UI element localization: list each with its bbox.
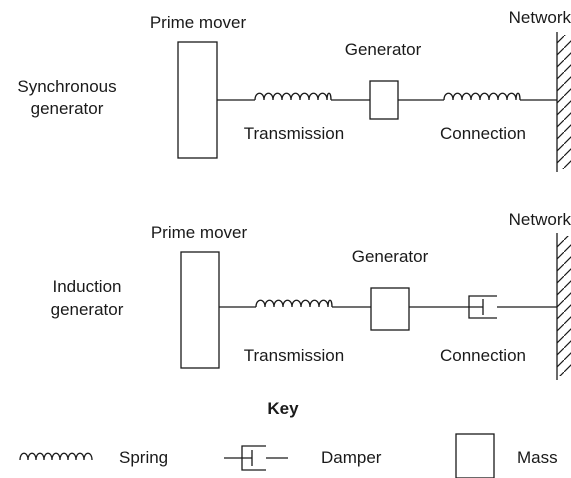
sync-generator-mass [369,80,399,120]
induction-label-line1: Induction [53,277,122,296]
key-spring-icon [19,452,93,461]
induction-transmission-label: Transmission [244,346,344,365]
induction-network-label: Network [509,210,571,229]
sync-network-hatch [557,35,571,169]
key-damper-icon [224,445,288,471]
synchronous-generator-diagram: Synchronous generator Prime mover Transm… [17,8,571,172]
sync-prime-mover-label: Prime mover [150,13,247,32]
sync-network-label: Network [509,8,571,27]
sync-label-line1: Synchronous [17,77,116,96]
sync-prime-mover-mass [177,41,218,159]
sync-connection-label: Connection [440,124,526,143]
induction-prime-mover-mass [180,251,220,369]
induction-generator-label: Generator [352,247,429,266]
sync-transmission-spring [254,92,332,101]
induction-generator-diagram: Induction generator Prime mover Transmis… [51,210,571,380]
sync-transmission-label: Transmission [244,124,344,143]
key-mass-icon [455,433,495,478]
induction-label-line2: generator [51,300,124,319]
sync-label-line2: generator [31,99,104,118]
key-title: Key [267,399,299,418]
key-damper-label: Damper [321,448,382,467]
sync-connection-spring [443,92,521,101]
induction-prime-mover-label: Prime mover [151,223,248,242]
induction-generator-mass [370,287,410,331]
key-mass-label: Mass [517,448,558,467]
key-legend: Key Spring Damper Mass [19,399,558,478]
key-spring-label: Spring [119,448,168,467]
sync-generator-label: Generator [345,40,422,59]
induction-network-hatch [557,236,571,376]
induction-connection-label: Connection [440,346,526,365]
induction-transmission-spring [255,299,333,308]
induction-connection-damper [463,295,557,319]
